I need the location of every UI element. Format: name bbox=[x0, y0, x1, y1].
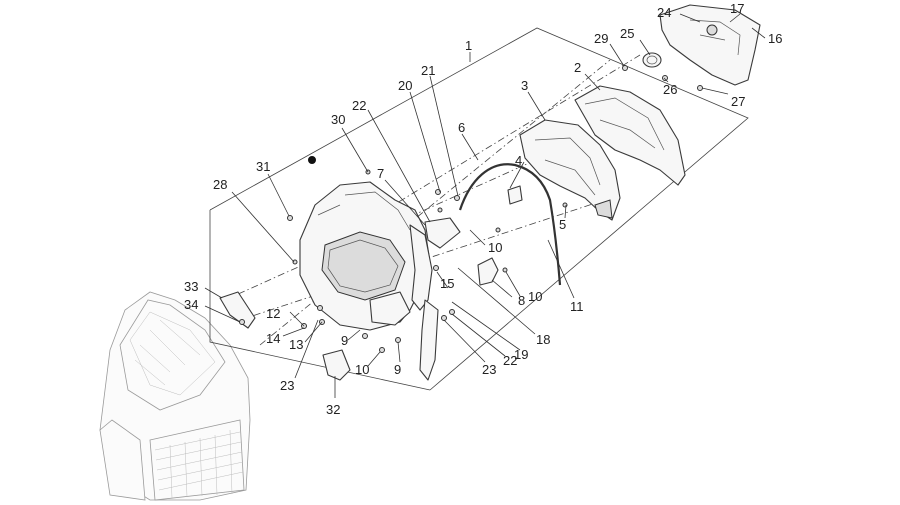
label-14: 14 bbox=[266, 331, 280, 346]
label-5: 5 bbox=[559, 217, 566, 232]
label-13: 13 bbox=[289, 337, 303, 352]
label-9a: 9 bbox=[341, 333, 348, 348]
label-30: 30 bbox=[331, 112, 345, 127]
label-32: 32 bbox=[326, 402, 340, 417]
label-6: 6 bbox=[458, 120, 465, 135]
label-12: 12 bbox=[266, 306, 280, 321]
part-25-ring bbox=[642, 52, 662, 68]
main-inner-panel bbox=[299, 181, 439, 381]
part-3-inner-tray bbox=[519, 119, 621, 221]
label-10c: 10 bbox=[355, 362, 369, 377]
label-29: 29 bbox=[594, 31, 608, 46]
label-22a: 22 bbox=[352, 98, 366, 113]
leader-lines bbox=[204, 13, 766, 398]
assembly-frame bbox=[209, 27, 749, 391]
label-10a: 10 bbox=[488, 240, 502, 255]
label-34: 34 bbox=[184, 297, 198, 312]
label-23a: 23 bbox=[280, 378, 294, 393]
part-33-clip bbox=[219, 291, 256, 329]
label-31: 31 bbox=[256, 159, 270, 174]
front-fairing bbox=[99, 291, 251, 501]
label-24: 24 bbox=[657, 5, 671, 20]
part-7-bracket bbox=[424, 217, 461, 249]
label-23b: 23 bbox=[482, 362, 496, 377]
part-32-cover bbox=[322, 349, 351, 381]
label-26: 26 bbox=[663, 82, 677, 97]
label-10b: 10 bbox=[528, 289, 542, 304]
part-6-seal bbox=[458, 163, 562, 286]
label-27: 27 bbox=[731, 94, 745, 109]
label-3: 3 bbox=[521, 78, 528, 93]
label-4: 4 bbox=[515, 153, 522, 168]
label-18: 18 bbox=[536, 332, 550, 347]
label-2: 2 bbox=[574, 60, 581, 75]
label-28: 28 bbox=[213, 177, 227, 192]
label-7: 7 bbox=[377, 166, 384, 181]
label-19: 19 bbox=[514, 347, 528, 362]
part-4-clip bbox=[507, 185, 523, 205]
label-21: 21 bbox=[421, 63, 435, 78]
label-22b: 22 bbox=[503, 353, 517, 368]
label-11: 11 bbox=[570, 299, 584, 314]
part-2-outer-panel bbox=[574, 85, 686, 186]
label-25: 25 bbox=[620, 26, 634, 41]
label-20: 20 bbox=[398, 78, 412, 93]
label-16: 16 bbox=[768, 31, 782, 46]
label-8: 8 bbox=[518, 293, 525, 308]
label-1: 1 bbox=[465, 38, 472, 53]
part-24-upper-cover bbox=[659, 4, 761, 86]
label-33: 33 bbox=[184, 279, 198, 294]
part-8-bracket bbox=[477, 257, 499, 286]
label-17: 17 bbox=[730, 1, 744, 16]
label-9b: 9 bbox=[394, 362, 401, 377]
callout-labels: 1 2 3 4 5 6 7 8 9 9 10 10 10 11 12 13 14… bbox=[184, 1, 782, 417]
label-15: 15 bbox=[440, 276, 454, 291]
